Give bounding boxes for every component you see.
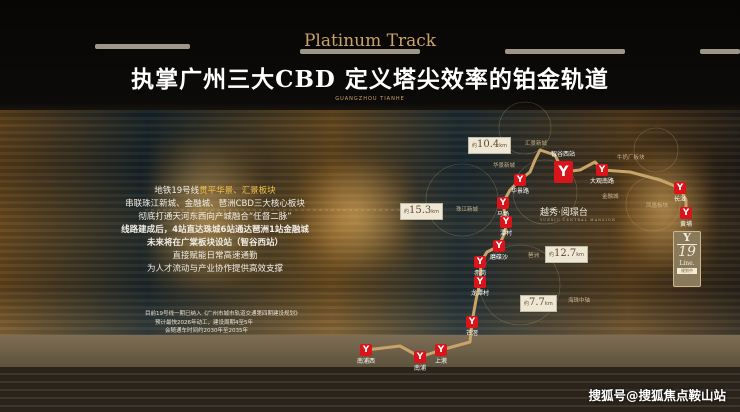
floor <box>0 367 740 412</box>
metro-y-icon: Y <box>596 164 608 176</box>
metro-y-icon: Y <box>435 344 447 356</box>
metro-y-icon: Y <box>414 351 426 363</box>
note-line: 会随通车时间约2030年至2035年 <box>165 328 248 334</box>
metro-y-icon: Y <box>674 182 686 194</box>
area-label: 汇景新城 <box>525 141 548 147</box>
description: 地铁19号线贯平华景、汇景板块串联珠江新城、金融城、琶洲CBD三大核心板块彻底打… <box>70 185 360 276</box>
station-label: 赤岗 <box>473 270 487 277</box>
text: 为人才流动与产业协作提供高效支撑 <box>146 264 283 274</box>
metro-y-icon: Y <box>493 240 505 252</box>
metro-y-icon: Y <box>680 207 692 219</box>
train-window <box>300 160 410 270</box>
station-label: 磨碟沙 <box>489 254 509 261</box>
tagline: Platinum Track <box>303 31 437 51</box>
station-label: 芒滘 <box>465 330 479 337</box>
metro-y-icon: Y <box>497 197 509 209</box>
description-line: 串联珠江新城、金融城、琶洲CBD三大核心板块 <box>70 198 360 211</box>
ceiling-lamp <box>95 44 190 49</box>
metro-y-icon: Y <box>554 161 573 183</box>
station-label: 龙潭村 <box>470 290 490 297</box>
note-line: 目前19号线一期已纳入《广州市城市轨道交通第四期建设规划》 <box>145 311 301 317</box>
distance-tag: 约15.3km <box>400 203 444 220</box>
area-label: 金融城 <box>602 194 619 200</box>
text: 直接赋能日常高速通勤 <box>172 251 258 261</box>
metro-y-icon: Y <box>474 276 486 288</box>
note: 目前19号线一期已纳入《广州市城市轨道交通第四期建设规划》 预计最快2026年动… <box>145 310 301 336</box>
area-label: 凤凰板块 <box>646 203 669 209</box>
text: 串联珠江新城、金融城、琶洲CBD三大核心板块 <box>125 199 305 209</box>
highlight-text: 贯平华景、汇景板块 <box>199 186 276 196</box>
text: 地铁19号线 <box>154 186 200 196</box>
description-line: 彻底打通天河东西向产城融合“任督二脉” <box>70 211 360 224</box>
station-label: 上漖 <box>434 358 448 365</box>
station-label: 南浦西 <box>356 358 376 365</box>
distance-tag: 约12.7km <box>545 246 589 263</box>
ceiling-lamp <box>505 49 625 54</box>
text: 彻底打通天河东西向产城融合“任督二脉” <box>138 212 292 222</box>
station-label: 华景路 <box>510 188 530 195</box>
description-line: 未来将在广棠板块设站（智谷西站） <box>70 237 360 250</box>
text: 线路建成后，4站直达珠城6站通达琶洲1站金融城 <box>121 225 309 235</box>
description-line: 直接赋能日常高速通勤 <box>70 250 360 263</box>
track-line-19 <box>365 148 688 359</box>
subtitle: GUANGZHOU TIANHE <box>335 96 405 102</box>
station-label: 南浦 <box>413 365 427 372</box>
station-label: 智谷西站 <box>550 151 576 158</box>
station-label: 潭村 <box>499 230 513 237</box>
description-line: 地铁19号线贯平华景、汇景板块 <box>70 185 360 198</box>
station-label: 长湴 <box>673 196 687 203</box>
station-label: 黄埔 <box>679 221 693 228</box>
page-title: 执掌广州三大CBD 定义塔尖效率的铂金轨道 <box>131 66 609 93</box>
line-19-badge: Y 19 Line. 规划中 <box>673 231 701 287</box>
description-line: 为人才流动与产业协作提供高效支撑 <box>70 263 360 276</box>
area-label: 珠江新城 <box>456 207 479 213</box>
watermark: 搜狐号@搜狐焦点鞍山站 <box>588 388 726 403</box>
metro-y-icon: Y <box>500 216 512 228</box>
metro-y-icon: Y <box>466 316 478 328</box>
area-label: 海珠中轴 <box>568 298 591 304</box>
station-label: 大观南路 <box>589 178 615 185</box>
metro-y-icon: Y <box>514 174 526 186</box>
area-label: 牛奶厂板块 <box>617 155 645 161</box>
area-label: 琶洲 <box>528 253 540 259</box>
description-line: 线路建成后，4站直达珠城6站通达琶洲1站金融城 <box>70 224 360 237</box>
metro-y-icon: Y <box>360 344 372 356</box>
metro-y-icon: Y <box>683 231 691 244</box>
ceiling-lamp <box>300 49 420 54</box>
note-line: 预计最快2026年动工，建设周期4至5年 <box>155 319 253 326</box>
station-label: 马场 <box>496 211 510 218</box>
metro-y-icon: Y <box>474 256 486 268</box>
distance-tag: 约10.4km <box>468 137 512 154</box>
text: 未来将在广棠板块设站（智谷西站） <box>146 238 283 248</box>
distance-tag: 约7.7km <box>520 295 557 312</box>
train-window <box>150 140 260 290</box>
area-label: 华景新城 <box>493 163 516 169</box>
ceiling-lamp <box>700 49 740 54</box>
